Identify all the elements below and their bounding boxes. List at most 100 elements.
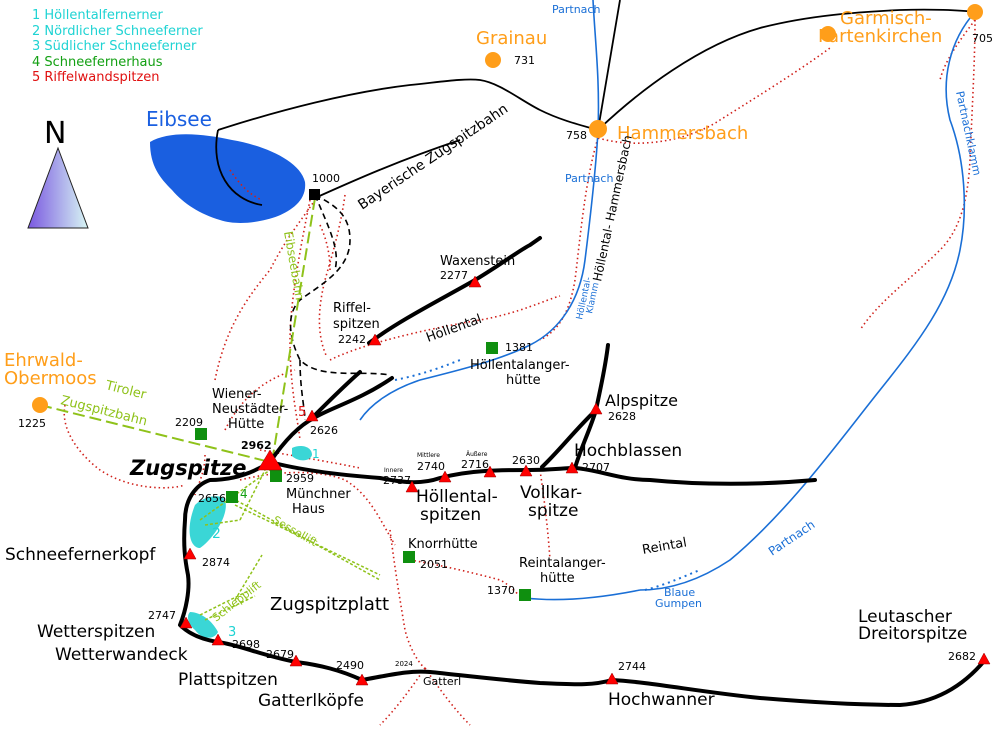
label-hochblassen-elev: 2707 bbox=[582, 461, 610, 474]
label-station-1000: 1000 bbox=[312, 172, 340, 185]
label-ehrwald-1: Ehrwald- bbox=[4, 350, 83, 371]
peak-innere bbox=[405, 480, 419, 493]
legend-item-5: 5 Riffelwandspitzen bbox=[32, 70, 160, 85]
label-schneefernerkopf-elev: 2874 bbox=[202, 556, 230, 569]
label-sessellift: Sessellift bbox=[271, 513, 321, 549]
label-riffel-elev: 2242 bbox=[338, 333, 366, 346]
compass-triangle bbox=[27, 146, 89, 229]
peak-aeussere bbox=[483, 465, 497, 478]
label-garmisch-2: Partenkirchen bbox=[818, 26, 942, 47]
label-ehrwald-elev: 1225 bbox=[18, 417, 46, 430]
label-hammersbach-elev: 758 bbox=[566, 129, 587, 142]
label-bayerische-zugspitzbahn: Bayerische Zugspitzbahn bbox=[355, 101, 511, 213]
label-hoellental: Höllental bbox=[424, 312, 484, 346]
label-reintalanger-elev: 1370 bbox=[487, 584, 515, 597]
label-knorr: Knorrhütte bbox=[408, 537, 478, 552]
peak-vollkar bbox=[519, 464, 533, 477]
label-wiener-3: Hütte bbox=[228, 417, 264, 432]
peak-waxenstein bbox=[468, 275, 482, 288]
peak-wetterspitzen bbox=[179, 616, 193, 629]
eibsee-lake bbox=[150, 134, 306, 223]
label-three: 3 bbox=[228, 625, 236, 640]
peak-leutascher bbox=[977, 652, 991, 665]
towns bbox=[32, 4, 983, 413]
label-hoellentalanger-2: hütte bbox=[506, 373, 541, 388]
label-wiener-elev: 2209 bbox=[175, 416, 203, 429]
label-vollkar-1: Vollkar- bbox=[520, 483, 582, 503]
label-plattspitzen: Plattspitzen bbox=[178, 670, 278, 690]
label-garmisch-1: Garmisch- bbox=[840, 8, 932, 29]
label-blaue-1: Blaue bbox=[664, 586, 695, 599]
peak-zugspitze bbox=[257, 449, 283, 471]
label-leutascher-1: Leutascher bbox=[858, 607, 952, 627]
label-hochwanner-elev: 2744 bbox=[618, 660, 646, 673]
label-zugspitzplatt: Zugspitzplatt bbox=[270, 594, 389, 615]
peak-hochblassen bbox=[565, 461, 579, 474]
label-grainau-elev: 731 bbox=[514, 54, 535, 67]
label-mittlere-elev: 2740 bbox=[417, 460, 445, 473]
label-riffel-1: Riffel- bbox=[333, 301, 371, 316]
schneefernerhaus bbox=[226, 491, 238, 503]
label-schlepplift: Schlepplift bbox=[210, 578, 264, 624]
ehrwald-dot bbox=[32, 397, 48, 413]
legend-item-4: 4 Schneefernerhaus bbox=[32, 54, 163, 70]
label-muenchner-2: Haus bbox=[292, 502, 325, 517]
label-hochwanner: Hochwanner bbox=[608, 690, 715, 710]
label-partnach-top: Partnach bbox=[552, 3, 600, 16]
peak-plattspitzen bbox=[289, 654, 303, 667]
label-waxenstein: Waxenstein bbox=[440, 254, 515, 269]
label-aeussere: Äußere bbox=[466, 451, 488, 458]
label-schneefernerkopf: Schneefernerkopf bbox=[5, 545, 156, 565]
huts bbox=[195, 342, 531, 601]
trail-network bbox=[63, 19, 976, 726]
label-eibsee: Eibsee bbox=[146, 107, 212, 131]
glaciers bbox=[187, 446, 312, 638]
label-wetterwandeck: Wetterwandeck bbox=[55, 645, 188, 665]
compass-north-label: N bbox=[44, 116, 67, 151]
label-leutascher-2: Dreitorspitze bbox=[858, 624, 967, 644]
label-ehrwald-2: Obermoos bbox=[4, 368, 97, 389]
ski-lifts bbox=[199, 469, 381, 621]
label-riffel-2: spitzen bbox=[333, 317, 380, 332]
garmisch-dot-2 bbox=[967, 4, 983, 20]
peak-gatterlkoepfe bbox=[355, 673, 369, 686]
legend-item-3: 3 Südlicher Schneeferner bbox=[32, 39, 197, 54]
label-wiener-2: Neustädter- bbox=[212, 402, 289, 417]
label-wetterwandeck-elev: 2698 bbox=[232, 638, 260, 651]
label-gatterlkoepfe: Gatterlköpfe bbox=[258, 691, 364, 711]
label-wiener-1: Wiener- bbox=[212, 387, 262, 402]
label-alpspitze-elev: 2628 bbox=[608, 410, 636, 423]
rack-railway bbox=[289, 194, 391, 421]
map-legend: 1 Höllentalfernerner 2 Nördlicher Schnee… bbox=[32, 8, 203, 86]
seasonal-stream bbox=[394, 359, 701, 591]
label-knorr-elev: 2051 bbox=[420, 558, 448, 571]
wiener-neustaedter-hut bbox=[195, 428, 207, 440]
label-gatterl-elev1: 2490 bbox=[336, 659, 364, 672]
label-riffelwand-elev: 2626 bbox=[310, 424, 338, 437]
label-partnach-river: Partnach bbox=[766, 517, 818, 558]
legend-item-1: 1 Höllentalfernerner bbox=[32, 8, 163, 23]
label-muenchner-elev: 2959 bbox=[286, 472, 314, 485]
label-leutascher-elev: 2682 bbox=[948, 650, 976, 663]
label-blaue-2: Gumpen bbox=[655, 597, 702, 610]
label-alpspitze: Alpspitze bbox=[605, 391, 678, 410]
road-network bbox=[215, 0, 976, 206]
label-plattspitzen-elev: 2679 bbox=[266, 648, 294, 661]
garmisch-dot bbox=[820, 26, 836, 42]
reintalanger-hut bbox=[519, 589, 531, 601]
label-five: 5 bbox=[298, 405, 306, 420]
label-vollkar-elev: 2630 bbox=[512, 454, 540, 467]
peaks bbox=[179, 275, 991, 686]
label-reintalanger-2: hütte bbox=[540, 571, 575, 586]
hammersbach-dot bbox=[589, 120, 607, 138]
peak-alpspitze bbox=[589, 402, 603, 415]
label-two: 2 bbox=[212, 526, 221, 542]
label-mittlere: Mittlere bbox=[417, 452, 440, 459]
grainau-dot bbox=[485, 52, 501, 68]
label-garmisch-elev: 705 bbox=[972, 32, 993, 45]
peak-hochwanner bbox=[605, 672, 619, 685]
label-grainau: Grainau bbox=[476, 28, 547, 49]
label-innere-elev: 2737 bbox=[383, 474, 411, 487]
label-hoellentalspitzen-2: spitzen bbox=[420, 505, 481, 525]
